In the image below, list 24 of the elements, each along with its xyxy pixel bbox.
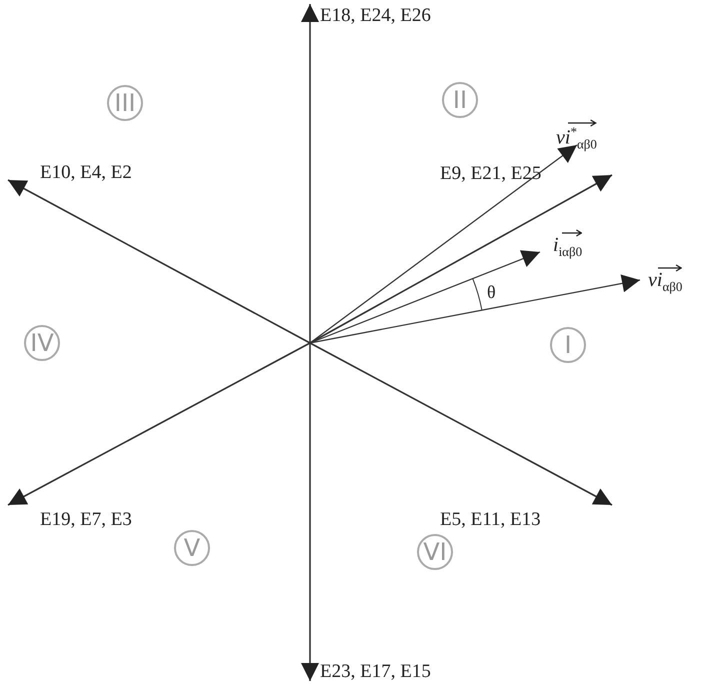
switching-state-label: E18, E24, E26 (320, 6, 431, 25)
switching-state-label: E5, E11, E13 (440, 510, 541, 529)
vector-arrow (301, 4, 319, 343)
sector-number-circle: VI (417, 534, 453, 570)
vector-label: vi$_{αβ0}$ (648, 270, 682, 293)
sector-number-circle: III (107, 85, 143, 121)
vector-arrow (8, 342, 310, 506)
vector-arrow (301, 343, 319, 681)
switching-state-label: E9, E21, E25 (440, 164, 542, 183)
vector-arrow (310, 174, 612, 344)
sector-number-circle: II (442, 82, 478, 118)
sector-number-circle: I (550, 327, 586, 363)
switching-state-label: E23, E17, E15 (320, 662, 431, 681)
angle-label: θ (487, 282, 496, 303)
sector-number-circle: V (174, 530, 210, 566)
vector-arrow (8, 179, 310, 344)
switching-state-label: E19, E7, E3 (40, 510, 132, 529)
sector-number-circle: IV (24, 325, 60, 361)
vector-arrow (310, 144, 578, 344)
vector-label: i$_{iαβ0}$ (553, 235, 582, 258)
vector-arrow (310, 274, 640, 344)
switching-state-label: E10, E4, E2 (40, 163, 132, 182)
vector-arrow (310, 342, 612, 506)
vector-arrow (310, 250, 540, 344)
